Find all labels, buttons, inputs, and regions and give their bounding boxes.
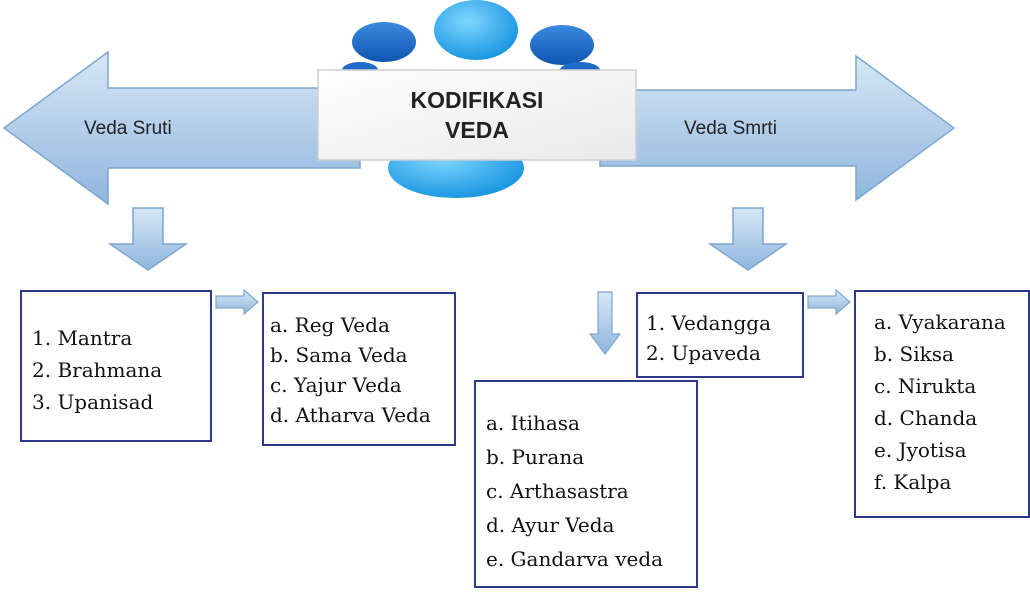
list-item: c. Nirukta bbox=[874, 374, 977, 398]
veda-sruti-label: Veda Sruti bbox=[84, 118, 172, 139]
left-arrow-shape bbox=[2, 50, 361, 206]
title-line-2: VEDA bbox=[445, 117, 509, 143]
list-item: a. Vyakarana bbox=[874, 310, 1006, 334]
list-item: d. Atharva Veda bbox=[270, 403, 431, 427]
upaveda-list: a. Itihasa b. Purana c. Arthasastra d. A… bbox=[486, 406, 663, 576]
list-item: b. Sama Veda bbox=[270, 343, 408, 367]
list-item: 2. Upaveda bbox=[646, 341, 761, 365]
smrti-list: 1. Vedangga 2. Upaveda bbox=[646, 308, 771, 368]
list-item: 1. Mantra bbox=[32, 326, 133, 350]
list-item: e. Jyotisa bbox=[874, 438, 967, 462]
list-item: b. Siksa bbox=[874, 342, 954, 366]
list-item: 2. Brahmana bbox=[32, 358, 163, 382]
mantra-list: a. Reg Veda b. Sama Veda c. Yajur Veda d… bbox=[270, 310, 431, 430]
right-arrow-shape bbox=[599, 54, 956, 202]
mantra-box: a. Reg Veda b. Sama Veda c. Yajur Veda d… bbox=[262, 292, 456, 446]
list-item: 3. Upanisad bbox=[32, 390, 154, 414]
vedangga-box: a. Vyakarana b. Siksa c. Nirukta d. Chan… bbox=[854, 290, 1030, 518]
down-arrow-right bbox=[707, 207, 789, 271]
list-item: c. Yajur Veda bbox=[270, 373, 402, 397]
smrti-box: 1. Vedangga 2. Upaveda bbox=[636, 292, 804, 378]
list-item: f. Kalpa bbox=[874, 470, 952, 494]
list-item: 1. Vedangga bbox=[646, 311, 772, 335]
small-arrow-upaveda bbox=[588, 291, 622, 355]
list-item: b. Purana bbox=[486, 445, 585, 469]
list-item: d. Ayur Veda bbox=[486, 513, 615, 537]
board bbox=[317, 69, 637, 161]
sruti-box: 1. Mantra 2. Brahmana 3. Upanisad bbox=[20, 290, 212, 442]
sruti-list: 1. Mantra 2. Brahmana 3. Upanisad bbox=[32, 322, 162, 418]
veda-smrti-label: Veda Smrti bbox=[684, 118, 777, 139]
list-item: a. Itihasa bbox=[486, 411, 580, 435]
down-arrow-left bbox=[107, 207, 189, 271]
small-arrow-smrti bbox=[807, 288, 851, 316]
upaveda-box: a. Itihasa b. Purana c. Arthasastra d. A… bbox=[474, 380, 698, 588]
list-item: c. Arthasastra bbox=[486, 479, 629, 503]
title-line-1: KODIFIKASI bbox=[410, 87, 544, 113]
small-arrow-sruti bbox=[215, 288, 259, 316]
list-item: d. Chanda bbox=[874, 406, 978, 430]
list-item: a. Reg Veda bbox=[270, 313, 390, 337]
page-title: KODIFIKASI VEDA bbox=[318, 70, 636, 160]
list-item: e. Gandarva veda bbox=[486, 547, 664, 571]
vedangga-list: a. Vyakarana b. Siksa c. Nirukta d. Chan… bbox=[874, 306, 1006, 498]
